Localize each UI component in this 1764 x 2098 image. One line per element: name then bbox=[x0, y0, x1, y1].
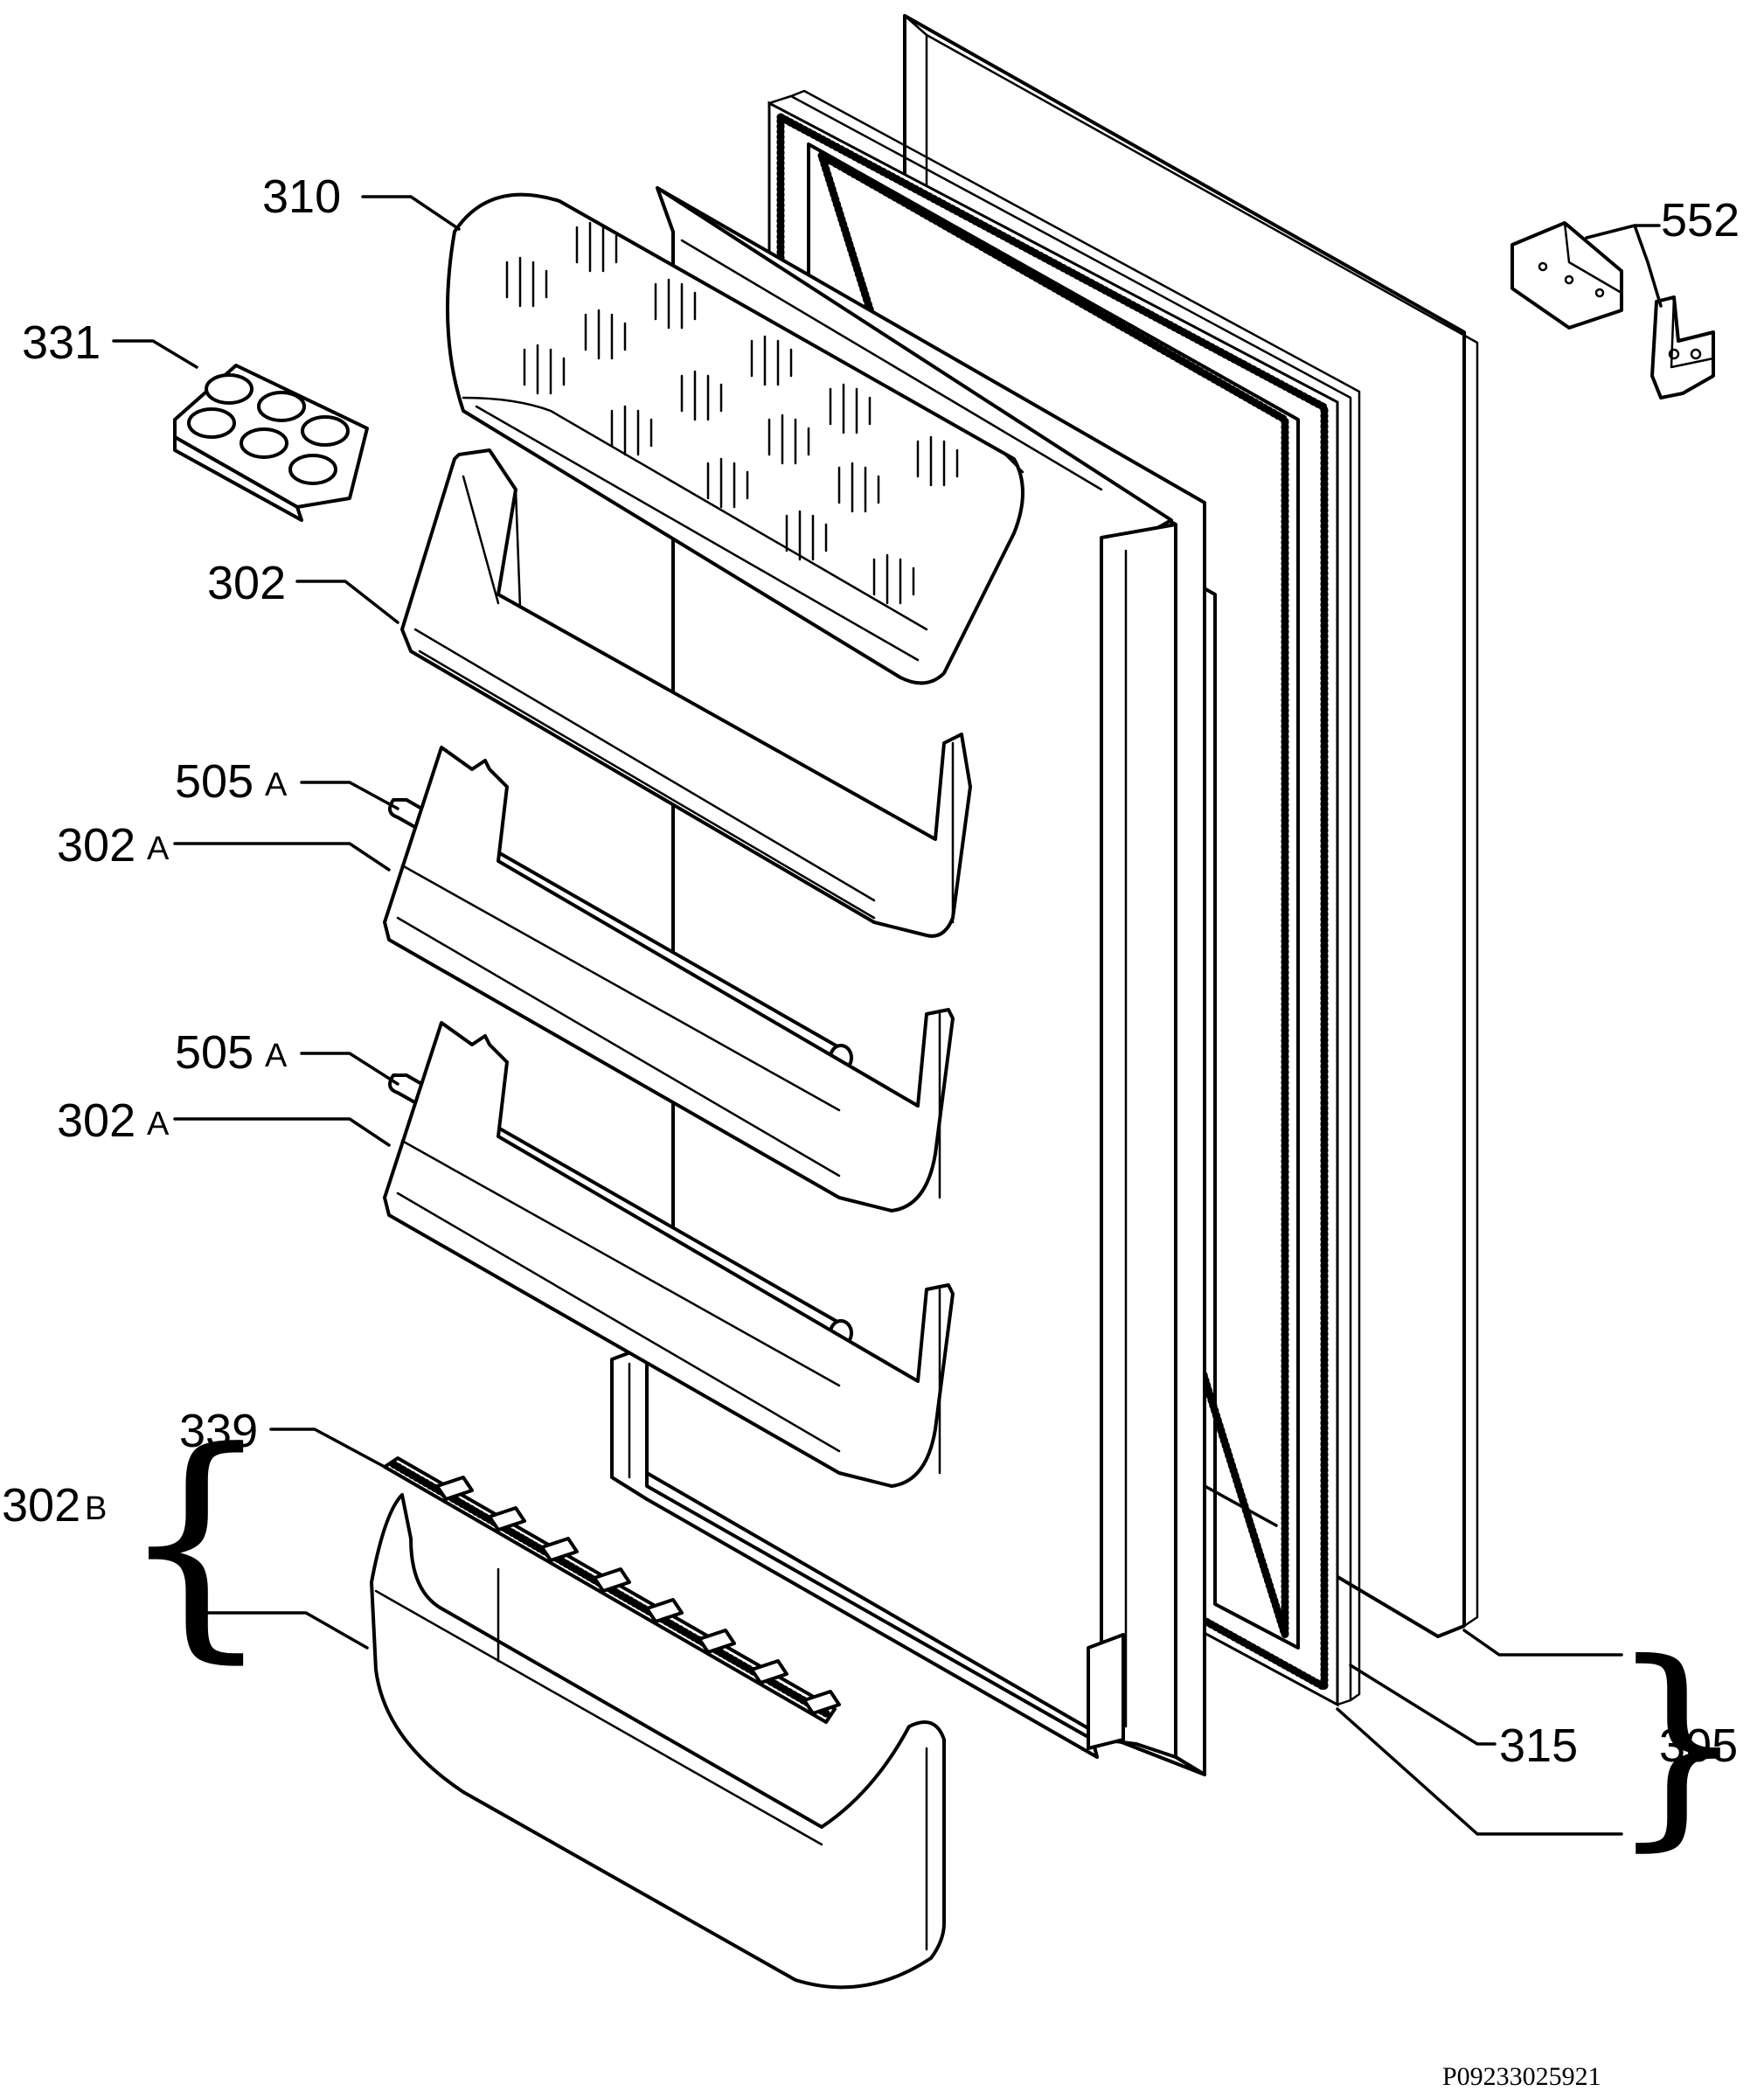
leader-302 bbox=[295, 580, 399, 624]
label-302a-2: 302 bbox=[57, 1094, 135, 1147]
label-302b-suffix: B bbox=[85, 1490, 107, 1527]
leader-302a-1 bbox=[173, 842, 391, 872]
door-shelf-302 bbox=[400, 448, 972, 938]
drawing-code: P09233025921 bbox=[1442, 2062, 1601, 2091]
brace-305: } bbox=[1608, 1615, 1747, 1870]
leader-331 bbox=[112, 339, 198, 369]
leader-305-bottom bbox=[1336, 1707, 1623, 1836]
egg-tray-331 bbox=[173, 364, 369, 522]
label-315: 315 bbox=[1499, 1719, 1578, 1772]
leader-505a-2 bbox=[300, 1052, 399, 1086]
leader-305-top bbox=[1462, 1629, 1623, 1657]
label-505a-1-suffix: A bbox=[265, 767, 288, 803]
leader-lines bbox=[112, 195, 1663, 1836]
brace-302b: { bbox=[118, 1400, 274, 1685]
leader-552-a bbox=[1585, 224, 1661, 240]
leader-302a-2 bbox=[173, 1117, 391, 1147]
leader-315 bbox=[1349, 1664, 1497, 1746]
label-302b: 302 bbox=[2, 1479, 80, 1532]
leader-552-b bbox=[1633, 224, 1663, 308]
label-339: 339 bbox=[179, 1405, 258, 1457]
label-331: 331 bbox=[22, 316, 101, 369]
part-labels: 310 331 302 505 A 302 A 505 A 302 A 339 … bbox=[2, 170, 1747, 2091]
separator-teeth bbox=[435, 1476, 841, 1715]
label-302: 302 bbox=[207, 557, 286, 609]
label-310: 310 bbox=[262, 170, 341, 223]
bottle-separator-339 bbox=[383, 1456, 841, 1724]
bottle-shelf-302b bbox=[370, 1493, 946, 1990]
leader-310 bbox=[361, 195, 461, 231]
label-552: 552 bbox=[1661, 194, 1740, 247]
leader-302b bbox=[204, 1611, 369, 1650]
label-302a-1: 302 bbox=[57, 819, 135, 872]
door-shelf-302a-1 bbox=[383, 746, 955, 1212]
label-505a-1: 505 bbox=[175, 755, 253, 808]
label-302a-1-suffix: A bbox=[147, 830, 170, 867]
hinge-brackets-552 bbox=[1511, 221, 1715, 399]
label-302a-2-suffix: A bbox=[147, 1106, 170, 1143]
leader-339 bbox=[269, 1428, 386, 1469]
cover-vent-pattern bbox=[505, 221, 959, 605]
dairy-compartment-cover-310 bbox=[446, 192, 1024, 685]
door-shelf-302a-2 bbox=[383, 1021, 955, 1488]
label-305: 305 bbox=[1659, 1719, 1738, 1772]
label-505a-2: 505 bbox=[175, 1026, 253, 1079]
leader-505a-1 bbox=[300, 781, 399, 810]
label-505a-2-suffix: A bbox=[265, 1038, 288, 1074]
